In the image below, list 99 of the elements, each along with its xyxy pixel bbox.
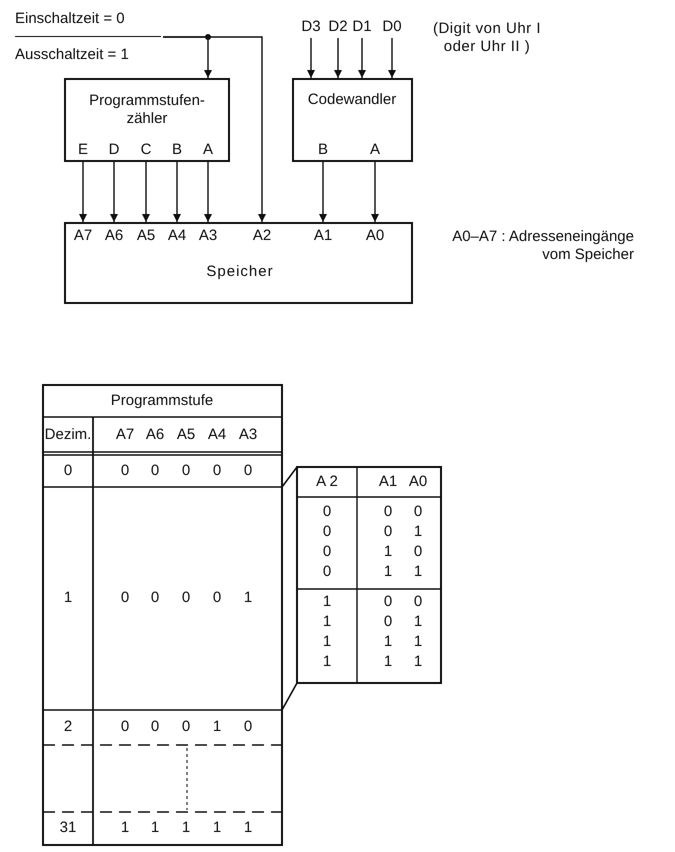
table-cell: 0 xyxy=(244,718,252,736)
note: (Digit von Uhr I oder Uhr II ) xyxy=(432,20,542,56)
arrow xyxy=(173,162,181,222)
table-cell: 0 xyxy=(414,593,422,611)
table-cell: 0 xyxy=(322,503,332,521)
table-cell: 1 xyxy=(322,653,332,671)
table-cell: 1 xyxy=(384,653,392,671)
process-box xyxy=(64,78,230,162)
table-cell: 1 xyxy=(150,819,160,837)
table-cell: 1 xyxy=(212,819,222,837)
table-cell: 1 xyxy=(414,523,422,541)
arrow xyxy=(319,162,327,222)
pin-label: A0 xyxy=(366,227,384,245)
table-header: A7 xyxy=(116,426,134,444)
table-cell: 1 xyxy=(120,819,130,837)
table-cell: 0 xyxy=(182,462,190,480)
table-header: Dezim. xyxy=(44,426,92,444)
table-cell: 0 xyxy=(120,718,130,736)
box-title: Programmstufen- zähler xyxy=(88,92,206,128)
table-cell: 0 xyxy=(182,718,190,736)
table-cell: 1 xyxy=(322,593,332,611)
pin-label: A xyxy=(370,141,380,159)
table-header: A3 xyxy=(238,426,258,444)
signal-label: D1 xyxy=(352,18,372,36)
table-cell: 0 xyxy=(384,503,392,521)
note: A0–A7 : Adresseneingänge vom Speicher xyxy=(451,228,634,264)
arrow xyxy=(163,36,266,222)
arrow xyxy=(334,38,342,78)
arrow xyxy=(388,38,396,78)
table-cell: 1 xyxy=(322,613,332,631)
pin-label: C xyxy=(140,141,152,159)
table-cell: 0 xyxy=(120,589,130,607)
pin-label: A1 xyxy=(314,227,332,245)
pin-label: D xyxy=(108,141,120,159)
box-title: Codewandler xyxy=(308,91,396,109)
table-header: A4 xyxy=(208,426,226,444)
table-cell: 0 xyxy=(64,462,72,480)
table-cell: 1 xyxy=(64,589,72,607)
process-box xyxy=(292,78,413,162)
table-cell: 1 xyxy=(384,543,392,561)
pin-label: A5 xyxy=(136,227,156,245)
table-cell: 1 xyxy=(182,819,190,837)
table-cell: 0 xyxy=(244,462,252,480)
table-cell: 1 xyxy=(322,633,332,651)
arrow xyxy=(371,162,379,222)
table-cell: 1 xyxy=(414,563,422,581)
table-cell: 0 xyxy=(384,613,392,631)
table-cell: 0 xyxy=(322,543,332,561)
pin-label: A2 xyxy=(252,227,272,245)
arrow xyxy=(307,38,315,78)
table-cell: 1 xyxy=(414,653,422,671)
table-cell: 0 xyxy=(212,462,222,480)
pin-label: A3 xyxy=(198,227,218,245)
signal-label: D0 xyxy=(382,18,402,36)
pin-label: A xyxy=(203,141,213,159)
table-header: A5 xyxy=(176,426,196,444)
table-cell: 1 xyxy=(384,633,392,651)
table-cell: 0 xyxy=(414,503,422,521)
table-cell: 1 xyxy=(244,589,252,607)
table-cell: 0 xyxy=(182,589,190,607)
table-cell: 31 xyxy=(60,819,76,837)
table-cell: 0 xyxy=(322,523,332,541)
table-header: A1 xyxy=(378,473,398,491)
table-header: A 2 xyxy=(316,473,338,491)
table-cell: 2 xyxy=(64,718,72,736)
signal-label: D3 xyxy=(301,18,321,36)
arrow xyxy=(358,38,366,78)
table-cell: 0 xyxy=(150,589,160,607)
pin-label: E xyxy=(78,141,88,159)
table-cell: 1 xyxy=(384,563,392,581)
table-cell: 0 xyxy=(322,563,332,581)
pin-label: A7 xyxy=(74,227,92,245)
table-cell: 0 xyxy=(384,523,392,541)
pin-label: A4 xyxy=(168,227,186,245)
table-cell: 1 xyxy=(414,613,422,631)
table-cell: 0 xyxy=(150,462,160,480)
arrow xyxy=(204,162,212,222)
table-header: A6 xyxy=(146,426,164,444)
table-cell: 0 xyxy=(120,462,130,480)
arrow xyxy=(110,162,118,222)
table-cell: 1 xyxy=(212,718,222,736)
table-header: Programmstufe xyxy=(110,392,214,410)
table-header: A0 xyxy=(408,473,428,491)
table-cell: 1 xyxy=(244,819,252,837)
table-cell: 0 xyxy=(384,593,392,611)
signal-label: Ausschaltzeit = 1 xyxy=(15,46,129,64)
memory-box xyxy=(64,222,413,304)
signal-label: Einschaltzeit = 0 xyxy=(15,10,161,37)
signal-label: D2 xyxy=(328,18,348,36)
table-cell: 0 xyxy=(414,543,422,561)
table-cell: 1 xyxy=(414,633,422,651)
pin-label: B xyxy=(318,141,328,159)
table-cell: 0 xyxy=(150,718,160,736)
pin-label: B xyxy=(172,141,182,159)
pin-label: A6 xyxy=(104,227,124,245)
table-cell: 0 xyxy=(212,589,222,607)
arrow xyxy=(79,162,87,222)
box-title: Speicher xyxy=(206,263,274,281)
arrow xyxy=(142,162,150,222)
